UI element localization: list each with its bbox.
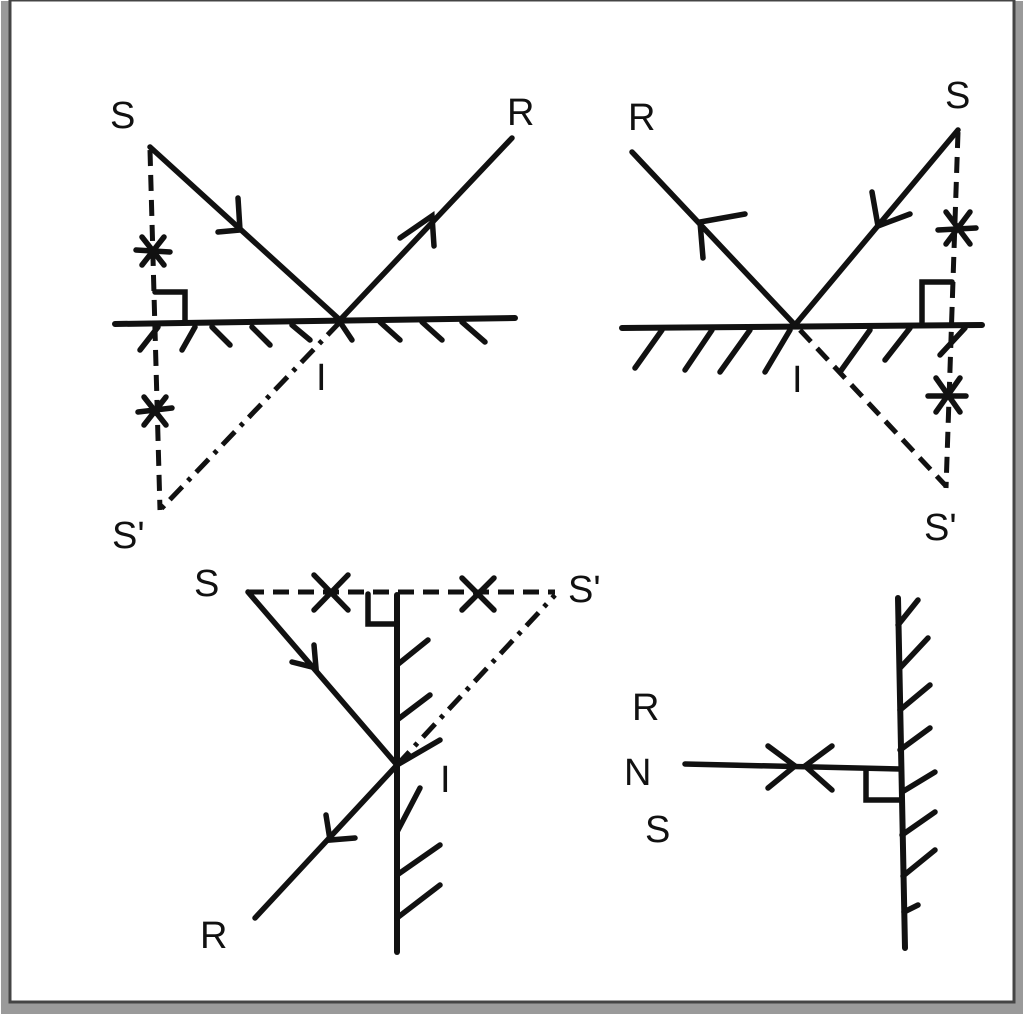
reflected-ray: [337, 135, 515, 323]
mirror-hatching: [895, 597, 938, 915]
source-label: S: [194, 563, 219, 605]
source-label: S: [110, 95, 135, 137]
reflected-arrow-icon: [323, 812, 358, 843]
equal-distance-mark-icon: [133, 234, 173, 268]
panel-bottom-left: S S' I R: [194, 563, 601, 957]
perpendicular-line: [147, 149, 163, 511]
mirror-line: [619, 322, 985, 331]
reflected-label: R: [628, 97, 655, 139]
incident-ray: [147, 144, 343, 323]
panel-top-left: S R I S': [110, 92, 534, 557]
reflected-label: R: [200, 915, 227, 957]
reflected-ray: [252, 762, 400, 921]
incident-arrow-icon: [215, 195, 243, 235]
source-label: S: [945, 75, 970, 117]
equal-distance-mark-icon: [459, 575, 497, 613]
virtual-ray-extension: [798, 328, 948, 488]
right-angle-icon: [365, 591, 400, 627]
equal-distance-mark-icon: [935, 209, 979, 247]
incident-ray: [245, 589, 400, 768]
panel-top-right: R S I S': [619, 75, 985, 549]
reflected-arrow-icon: [800, 743, 835, 793]
equal-distance-mark-icon: [311, 572, 351, 613]
reflected-label: R: [507, 92, 534, 134]
inner-canvas: [8, 0, 1016, 1004]
equal-distance-mark-icon: [925, 375, 969, 415]
source-label: S: [645, 809, 670, 851]
reflected-arrow-icon: [697, 211, 748, 261]
right-angle-icon: [863, 767, 903, 803]
mirror-line: [895, 595, 908, 951]
virtual-ray-extension: [395, 593, 557, 767]
image-label: S': [924, 507, 957, 549]
mirror-hatching: [394, 637, 443, 921]
equal-distance-mark-icon: [135, 394, 175, 428]
incidence-point-label: I: [792, 359, 803, 401]
incident-arrow-icon: [289, 642, 320, 672]
incident-arrow-icon: [765, 743, 800, 791]
virtual-ray-extension: [158, 320, 342, 512]
reflected-arrow-icon: [397, 210, 437, 249]
right-angle-icon: [152, 289, 188, 325]
incident-arrow-icon: [869, 189, 913, 230]
incidence-point-label: I: [316, 357, 327, 399]
image-label: S': [112, 515, 145, 557]
mirror-hatching: [137, 319, 488, 353]
incidence-point-label: I: [440, 759, 451, 801]
right-angle-icon: [919, 279, 955, 325]
normal-label: N: [624, 752, 651, 794]
reflected-ray: [629, 149, 798, 328]
perpendicular-line: [943, 131, 961, 489]
image-label: S': [568, 569, 601, 611]
panel-bottom-right: R N S: [624, 595, 938, 951]
mirror-line: [112, 315, 518, 327]
reflected-label: R: [632, 687, 659, 729]
